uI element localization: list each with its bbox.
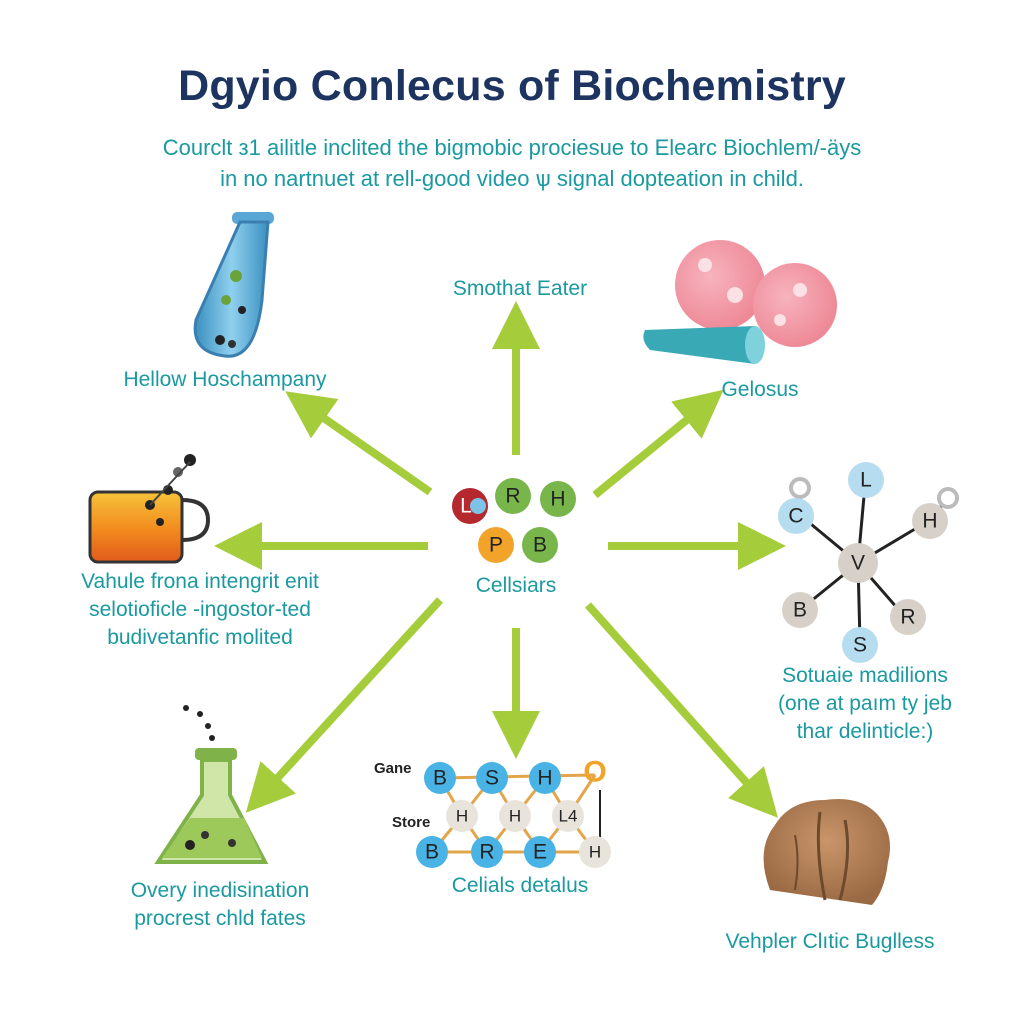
center-node-r-label: R (505, 485, 520, 508)
lattice-row-label-1: Gane (374, 760, 412, 777)
pink-cells-icon (643, 240, 837, 364)
lattice-node-1-label: B (433, 767, 447, 790)
flask-icon (154, 705, 269, 864)
lattice-node-10-label: E (533, 841, 547, 864)
label-top-left: Hellow Hoschampany (123, 368, 327, 391)
atom-b-label: B (793, 599, 807, 622)
label-bottom-left-line-1: Overy inedisination (130, 879, 310, 902)
center-node-b-label: B (533, 534, 547, 557)
label-left-line-2: selotioficle -ingostor-ted (89, 598, 311, 621)
lattice-node-5 (446, 800, 478, 832)
atom-s-label: S (853, 634, 867, 657)
label-right-line-2: (one at paım ty jeb (778, 692, 952, 715)
lattice-node-8-label: B (425, 841, 439, 864)
label-top: Smothat Eater (452, 277, 588, 300)
atom-r (890, 599, 926, 635)
arrow-bottom-left (245, 597, 443, 813)
subtitle-line-2: in no nartnuet at rell-good video ѱ sign… (220, 166, 804, 191)
lattice-node-6-label: H (509, 807, 521, 826)
atom-h (912, 503, 948, 539)
subtitle-line-1: Courclt з1 ailitle inclited the bigmobic… (162, 135, 862, 160)
atom-v-label: V (851, 552, 865, 575)
atom-l-label: L (860, 469, 872, 492)
lattice-node-10 (524, 836, 556, 868)
mug-icon (88, 454, 211, 564)
atom-c (778, 498, 814, 534)
lattice-node-3 (529, 762, 561, 794)
molecule-icon: L C H V B R S (778, 462, 959, 663)
lattice-node-3-label: H (537, 767, 552, 790)
diagram-subtitle: Courclt з1 ailitle inclited the bigmobic… (80, 132, 944, 194)
label-bottom-left-line-2: procrest chld fates (134, 907, 306, 930)
lattice-node-11-label: H (589, 843, 601, 862)
label-left: Vahule frona intengrit enit selotioficle… (30, 568, 370, 652)
center-node-l-label: L (460, 495, 472, 518)
center-node-h (540, 481, 576, 517)
diagram-title: Dgyio Conlecus of Biochemistry (178, 62, 846, 110)
lattice-node-7-label: L4 (559, 807, 578, 826)
center-node-b (522, 527, 558, 563)
lattice-node-6 (499, 800, 531, 832)
atom-r-label: R (900, 606, 915, 629)
atom-v (838, 543, 878, 583)
lattice-node-5-label: H (456, 807, 468, 826)
atom-s (842, 627, 878, 663)
lattice-node-9-label: R (479, 841, 494, 864)
lattice-node-7 (552, 800, 584, 832)
arrow-top-right (592, 389, 724, 499)
test-tube-icon (193, 212, 274, 358)
atom-l (848, 462, 884, 498)
center-node-r (495, 478, 531, 514)
arrow-bottom-right (585, 602, 778, 818)
lattice-node-2-label: S (485, 767, 499, 790)
lattice-node-9 (471, 836, 503, 868)
label-right-line-3: thar delinticle:) (796, 720, 934, 743)
lattice-node-4-label: O (583, 756, 606, 789)
lattice-node-11 (579, 836, 611, 868)
lattice-row-label-2: Store (392, 814, 431, 831)
center-node-p-label: P (489, 534, 503, 557)
arrows (214, 301, 786, 818)
lattice-icon: B S H O H H L4 B R E H (416, 756, 611, 868)
label-right-line-1: Sotuaie madilions (782, 664, 948, 687)
arrow-top-left (285, 391, 433, 496)
label-right: Sotuaie madilions (one at paım ty jeb th… (740, 662, 990, 746)
center-node-h-label: H (550, 488, 565, 511)
label-center: Cellsiars (475, 574, 557, 597)
lattice-node-1 (424, 762, 456, 794)
label-bottom-right: Vehpler Clıtic Buglless (725, 930, 935, 953)
label-left-line-3: budivetanfic molited (107, 626, 293, 649)
center-node-p (478, 527, 514, 563)
label-top-right: Gelosus (721, 378, 799, 401)
brain-icon (763, 799, 891, 905)
atom-c-label: C (788, 505, 803, 528)
lattice-node-2 (476, 762, 508, 794)
label-bottom-left: Overy inedisination procrest chld fates (90, 877, 350, 933)
label-bottom: Celials detalus (451, 874, 589, 897)
label-left-line-1: Vahule frona intengrit enit (81, 570, 319, 593)
center-cluster: L R H P B (452, 478, 576, 563)
atom-h-label: H (922, 510, 937, 533)
atom-b (782, 592, 818, 628)
lattice-node-8 (416, 836, 448, 868)
